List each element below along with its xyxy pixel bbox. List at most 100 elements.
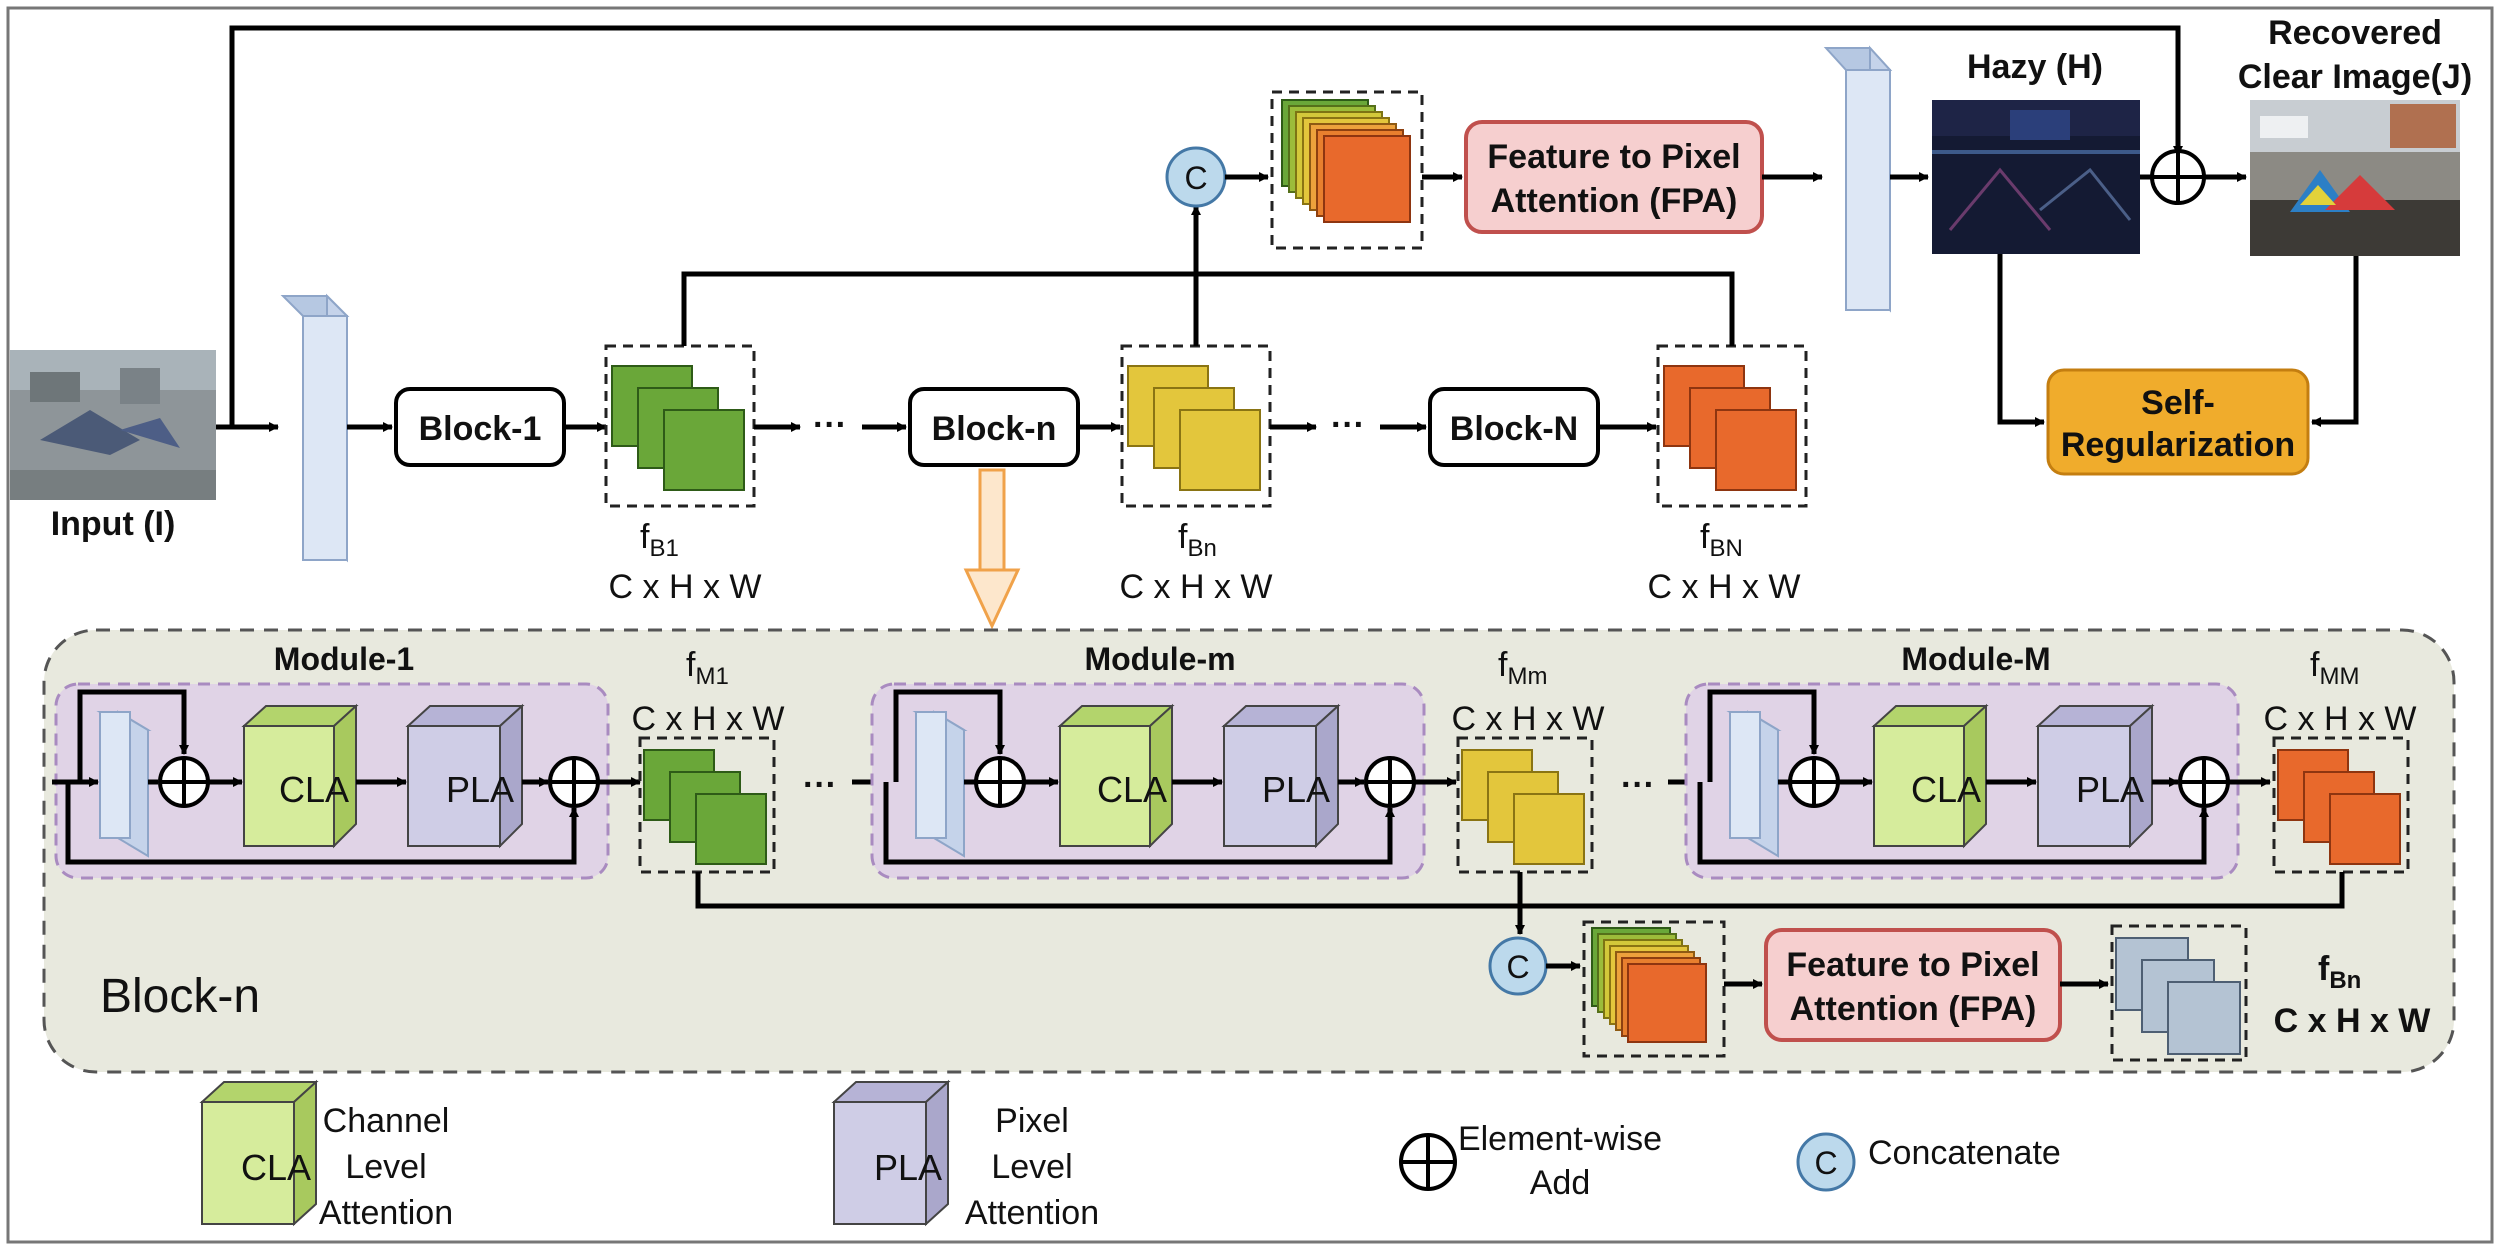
module-1-conv (96, 710, 152, 858)
fpa-detail-line2: Attention (FPA) (1790, 990, 2037, 1028)
fm1-feature-stack (643, 749, 767, 865)
legend-concat-text: Concatenate (1868, 1134, 2061, 1172)
module-1-pla-label: PLA (446, 769, 514, 810)
concat-feature-stack-detail (1591, 927, 1707, 1043)
module-1-add (158, 756, 210, 808)
wire-m1-short-skip (77, 689, 189, 782)
hazy-image (1932, 100, 2140, 254)
fm1-label: fM1 (686, 646, 729, 690)
global-add-symbol (2150, 149, 2206, 205)
module-1-out-add (548, 756, 600, 808)
input-image (10, 350, 216, 500)
output-label: fBn (2318, 950, 2361, 994)
fb1-label: fB1 (640, 518, 679, 562)
fmm-dashed-frame (1456, 736, 1594, 874)
selfreg-line1: Self- (2141, 384, 2215, 422)
fb1-dims: C x H x W (609, 568, 762, 606)
wire-mM-long-skip (1697, 782, 2209, 865)
fbN-label: fBN (1700, 518, 1743, 562)
fmm-label: fMm (1498, 646, 1547, 690)
module-m-out-add (1364, 756, 1416, 808)
legend-cla-line3: Attention (319, 1194, 453, 1232)
self-regularization-box (2046, 368, 2310, 476)
module-m-conv (912, 710, 968, 858)
module-M-pla-cube (2035, 703, 2155, 849)
detail-ellipsis-1: ··· (803, 766, 837, 804)
output-dims: C x H x W (2274, 1002, 2432, 1040)
module-1-title: Module-1 (274, 641, 414, 677)
fmM-dashed-frame (2272, 736, 2410, 874)
module-m-cla-cube (1057, 703, 1175, 849)
concat-feature-stack-top (1281, 99, 1411, 223)
concat-letter-detail: C (1506, 949, 1529, 985)
legend-cla-line2: Level (345, 1148, 426, 1186)
legend-cla-line1: Channel (323, 1102, 450, 1140)
recovered-label-line1: Recovered (2268, 14, 2442, 52)
module-m-pla-cube (1221, 703, 1341, 849)
selfreg-line2: Regularization (2061, 426, 2295, 464)
concat-stack-frame-detail (1582, 920, 1726, 1058)
legend-pla-line3: Attention (965, 1194, 1099, 1232)
module-M-conv (1726, 710, 1782, 858)
expand-arrow (963, 468, 1021, 630)
block-N-label: Block-N (1450, 410, 1578, 448)
module-M-add (1788, 756, 1840, 808)
concat-stack-frame-top (1270, 90, 1424, 250)
legend-add-line2: Add (1530, 1164, 1591, 1202)
legend-cla-label: CLA (241, 1147, 311, 1188)
wire-global-skip (229, 25, 2183, 427)
legend-concat-circle (1796, 1132, 1856, 1192)
legend-add-symbol (1399, 1133, 1457, 1191)
entry-conv-layer (280, 293, 350, 563)
wire-mM-short-skip (1707, 689, 1819, 782)
module-1-cla-label: CLA (279, 769, 349, 810)
wire-mm-short-skip (893, 689, 1005, 782)
block-n-detail-title: Block-n (100, 970, 260, 1023)
wire-m1-long-skip (65, 782, 579, 865)
block-n-label: Block-n (932, 410, 1057, 448)
input-label: Input (I) (51, 505, 176, 543)
figure-frame (6, 6, 2494, 1244)
legend-pla-line2: Level (991, 1148, 1072, 1186)
output-conv-layer (1823, 45, 1893, 313)
module-m-cla-label: CLA (1097, 769, 1167, 810)
legend-pla-label: PLA (874, 1147, 942, 1188)
module-m-title: Module-m (1084, 641, 1235, 677)
ellipsis-1: ··· (813, 406, 847, 444)
legend-add-line1: Element-wise (1458, 1120, 1662, 1158)
module-m-pla-label: PLA (1262, 769, 1330, 810)
wire-recovered-selfreg (2311, 256, 2359, 427)
module-1-cla-cube (241, 703, 359, 849)
fbn-feature-stack (1127, 365, 1261, 491)
legend-pla-cube (831, 1079, 951, 1227)
wire-mm-long-skip (883, 782, 1395, 865)
legend-concat-letter: C (1814, 1145, 1837, 1181)
module-M-title: Module-M (1901, 641, 2050, 677)
output-feature-stack (2115, 937, 2241, 1055)
legend-pla-line1: Pixel (995, 1102, 1069, 1140)
fbN-feature-stack (1663, 365, 1797, 491)
fbN-dims: C x H x W (1648, 568, 1801, 606)
module-M-pla-label: PLA (2076, 769, 2144, 810)
module-1-pla-cube (405, 703, 525, 849)
hazy-label: Hazy (H) (1967, 48, 2103, 86)
fmm-feature-stack (1461, 749, 1585, 865)
detail-ellipsis-2: ··· (1621, 766, 1655, 804)
fm1-dashed-frame (638, 736, 776, 874)
fmm-dims: C x H x W (1452, 700, 1605, 738)
fm1-dims: C x H x W (632, 700, 785, 738)
wire-fb1-fbN-bus (681, 271, 1735, 346)
ellipsis-2: ··· (1331, 406, 1365, 444)
fmM-feature-stack (2277, 749, 2401, 865)
output-stack-frame (2110, 924, 2248, 1062)
module-M-cla-cube (1871, 703, 1989, 849)
module-m-add (974, 756, 1026, 808)
wire-hazy-selfreg (1997, 254, 2045, 427)
concat-letter-top: C (1184, 160, 1207, 196)
module-M-out-add (2178, 756, 2230, 808)
fb1-feature-stack (611, 365, 745, 491)
fpa-top-line1: Feature to Pixel (1487, 138, 1740, 176)
fbn-label: fBn (1178, 518, 1217, 562)
fpa-top-line2: Attention (FPA) (1491, 182, 1738, 220)
